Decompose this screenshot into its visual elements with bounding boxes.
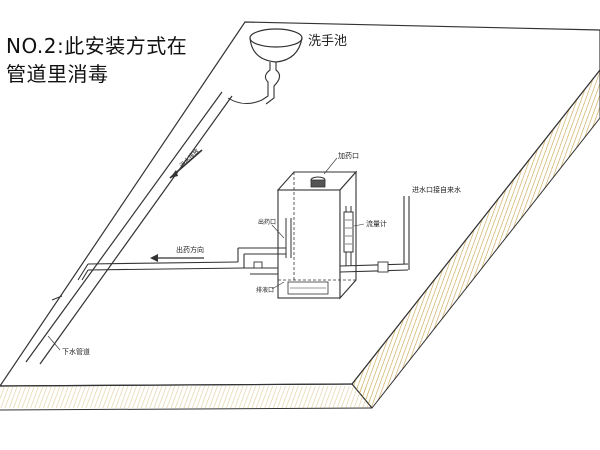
inlet-pipe [339,196,410,273]
washbasin-label: 洗手池 [308,34,347,49]
inlet-label: 进水口接自来水 [412,185,461,194]
outlet-flow-arrow-icon [150,254,204,262]
outlet-pipe [77,247,286,281]
dosing-port-label: 加药口 [338,151,359,160]
diagram-title-line-2: 管道里消毒 [6,62,109,86]
outlet-port-label: 出药口 [258,218,276,226]
downpipe-label: 下水管道 [62,347,90,356]
flow-direction-label: 出药方向 [176,245,204,254]
drain-port-label: 排液口 [256,286,274,294]
sewage-flow-arrow-icon [169,149,203,179]
washbasin [227,28,303,105]
dosing-port-cap-icon [310,176,326,188]
sewage-pipe [25,91,233,365]
flowmeter-icon [343,211,354,253]
diagram-title-line-1: NO.2:此安装方式在 [6,34,188,58]
flowmeter-label: 流量计 [366,219,387,228]
disinfection-device [276,170,358,300]
